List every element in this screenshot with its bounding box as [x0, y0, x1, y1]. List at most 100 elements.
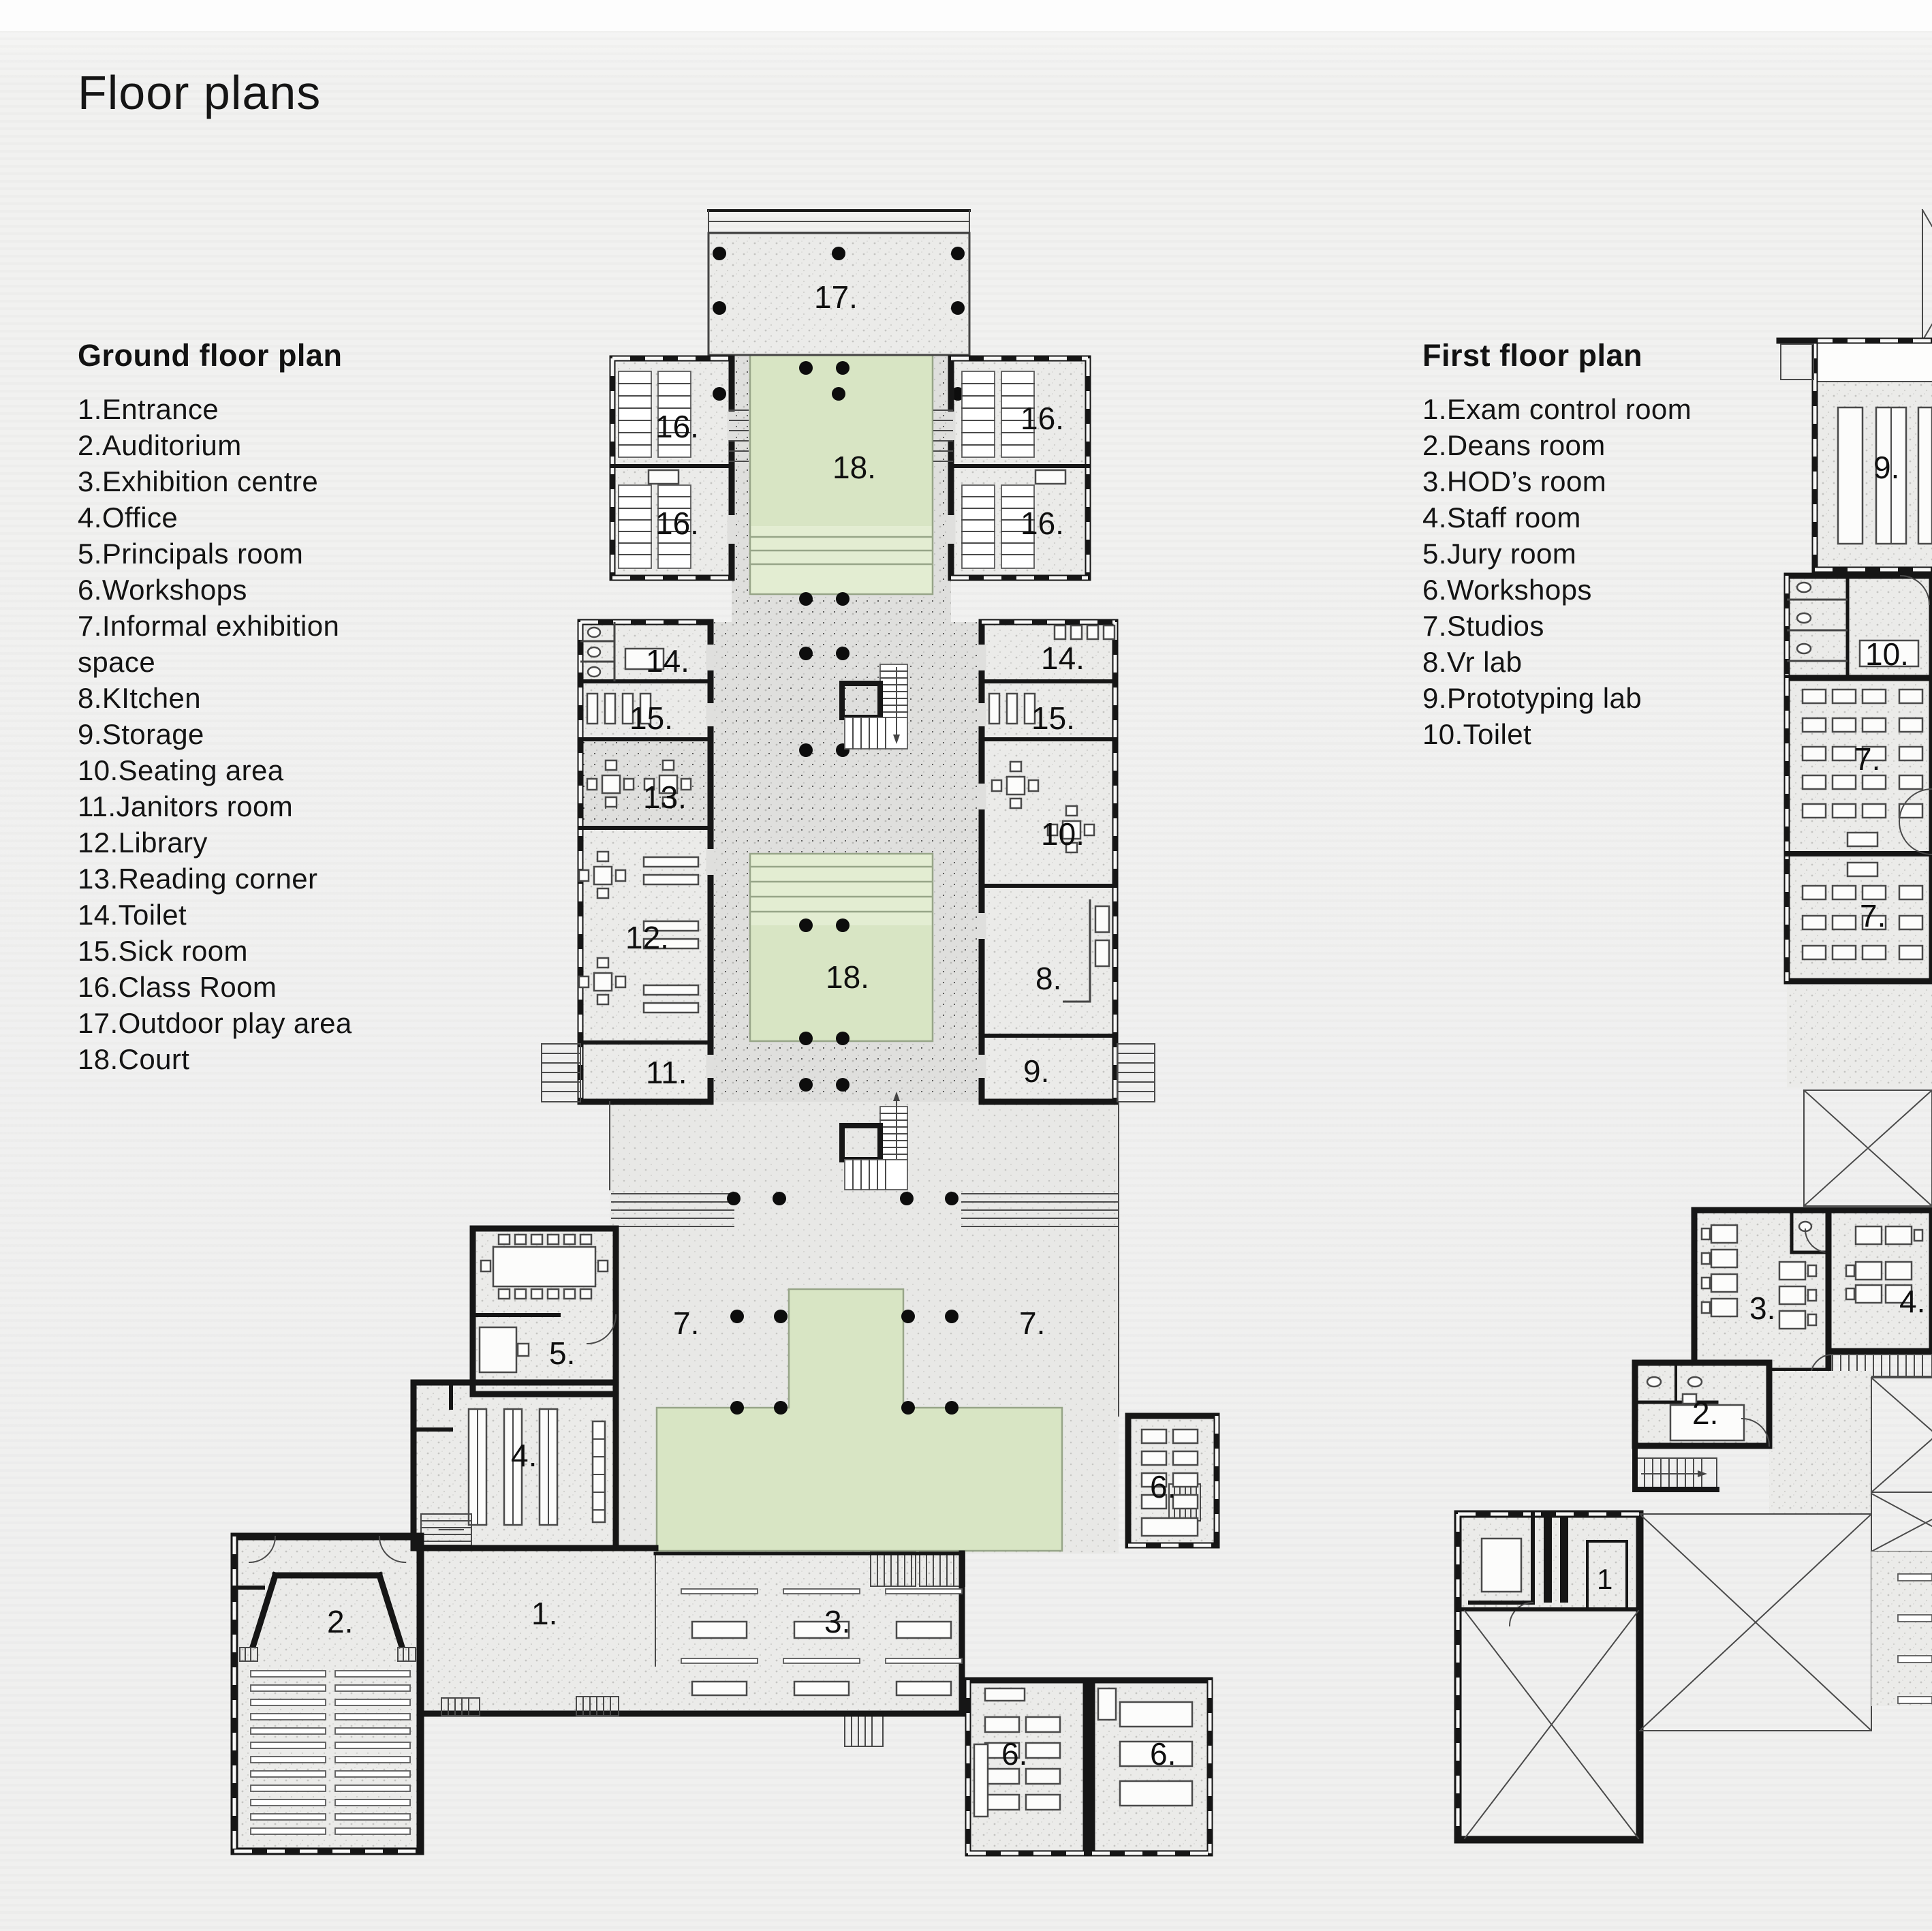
court-lower — [749, 852, 934, 1042]
exhibition-centre — [652, 1550, 965, 1717]
legend-item: 6.Workshops — [78, 574, 247, 606]
room-number-label: 7. — [1019, 1306, 1045, 1341]
first-floor-room-labels: 9. 10. 7. 7. 3. 4. 2. 1 — [1597, 450, 1925, 1595]
east-rooms-block — [977, 619, 1155, 1105]
stair-upper — [839, 664, 908, 750]
studios-block — [1783, 675, 1932, 985]
legend-item: 8.Vr lab — [1422, 646, 1523, 678]
legend-item: 18.Court — [78, 1043, 190, 1075]
legend-item: 16.Class Room — [78, 971, 277, 1003]
prototyping-lab — [1776, 337, 1932, 573]
legend-item: 12.Library — [78, 827, 208, 859]
room-number-label: 1. — [531, 1596, 557, 1631]
room-number-label: 11. — [646, 1055, 687, 1090]
room-number-label: 2. — [327, 1604, 353, 1639]
reading-tables — [586, 759, 692, 808]
room-number-label: 14. — [646, 643, 689, 679]
legend-item: 14.Toilet — [78, 899, 187, 931]
workshop-a — [1125, 1412, 1220, 1549]
void-right-column — [1870, 1376, 1932, 1707]
workshop-b — [965, 1677, 1089, 1857]
legend-item: 11.Janitors room — [78, 790, 294, 822]
legend-item: 10.Seating area — [78, 754, 284, 786]
void-edge-top — [1921, 208, 1932, 342]
room-number-label: 10. — [1865, 636, 1909, 672]
room-number-label: 2. — [1692, 1395, 1718, 1431]
legend-item: 2.Auditorium — [78, 429, 242, 461]
first-floor-legend: First floor plan 1.Exam control room 2.De… — [1422, 338, 1763, 752]
court-side-steps — [729, 410, 953, 462]
auditorium — [230, 1532, 424, 1855]
library-furniture — [578, 850, 700, 1014]
room-number-label: 6. — [1001, 1736, 1027, 1772]
stair-lower — [839, 1092, 908, 1190]
legend-item: 17.Outdoor play area — [78, 1007, 352, 1039]
legend-item: 13.Reading corner — [78, 863, 318, 895]
legend-item: 6.Workshops — [1422, 574, 1592, 606]
ground-floor-legend-heading: Ground floor plan — [78, 338, 343, 373]
room-number-label: 18. — [826, 959, 869, 995]
room-number-label: 6. — [1150, 1469, 1176, 1504]
seating-area-tables — [991, 760, 1095, 854]
toilet-block — [1783, 572, 1932, 681]
ground-floor-plan — [230, 209, 1220, 1857]
legend-item: 3.Exhibition centre — [78, 465, 319, 497]
legend-item: 2.Deans room — [1422, 429, 1606, 461]
legend-item: 4.Staff room — [1422, 501, 1581, 534]
room-number-label: 3. — [1749, 1291, 1775, 1326]
classroom-block-right — [946, 355, 1091, 581]
legend-item: 5.Principals room — [78, 538, 304, 570]
entrance-hall — [417, 1545, 659, 1717]
columns-play-area — [713, 247, 965, 401]
room-number-label: 9. — [1873, 450, 1899, 485]
room-number-label: 9. — [1023, 1053, 1049, 1089]
staff-room — [1809, 1207, 1932, 1378]
page-title: Floor plans — [78, 66, 322, 119]
legend-item: 1.Exam control room — [1422, 393, 1692, 425]
legend-item: 10.Toilet — [1422, 718, 1532, 750]
room-number-label: 12. — [625, 920, 669, 955]
room-number-label: 7. — [673, 1306, 699, 1341]
room-number-label: 10. — [1041, 816, 1085, 852]
legend-item: 7.Studios — [1422, 610, 1544, 642]
room-number-label: 15. — [629, 700, 673, 736]
room-number-label: 16. — [655, 506, 699, 541]
legend-item: 9.Prototyping lab — [1422, 682, 1642, 714]
plaza-green — [655, 1288, 1063, 1552]
room-number-label: 1 — [1597, 1563, 1612, 1595]
room-number-label: 13. — [643, 779, 687, 815]
plaza-steps — [611, 1193, 1118, 1227]
legend-item: 4.Office — [78, 501, 178, 534]
void-under-studios — [1803, 1089, 1932, 1207]
deans-room — [1632, 1359, 1871, 1514]
legend-item: 8.KItchen — [78, 682, 202, 714]
room-number-label: 8. — [1035, 961, 1061, 996]
legend-item: 15.Sick room — [78, 935, 248, 967]
room-number-label: 14. — [1041, 640, 1085, 676]
room-number-label: 18. — [832, 450, 876, 485]
legend-item: 5.Jury room — [1422, 538, 1577, 570]
room-number-label: 7. — [1854, 741, 1880, 777]
void-center — [1639, 1513, 1872, 1731]
columns-corridor — [799, 361, 850, 1092]
classroom-block-left — [609, 355, 736, 581]
room-number-label: 16. — [1020, 506, 1064, 541]
stair-below-deans — [1632, 1360, 1719, 1492]
room-number-label: 16. — [655, 409, 699, 444]
room-number-label: 3. — [824, 1604, 850, 1639]
exam-control-block — [1454, 1510, 1644, 1844]
room-number-label: 4. — [1899, 1284, 1925, 1319]
room-number-label: 4. — [511, 1438, 537, 1473]
first-floor-legend-heading: First floor plan — [1422, 338, 1642, 373]
display-tables — [681, 1588, 963, 1697]
principals-room — [469, 1225, 619, 1397]
legend-item: 9.Storage — [78, 718, 204, 750]
first-floor-plan — [1454, 208, 1932, 1844]
court-upper — [749, 354, 934, 596]
room-number-label: 7. — [1860, 898, 1886, 933]
legend-item: 7.Informal exhibition space — [78, 610, 340, 678]
top-paper-strip — [0, 0, 1932, 32]
